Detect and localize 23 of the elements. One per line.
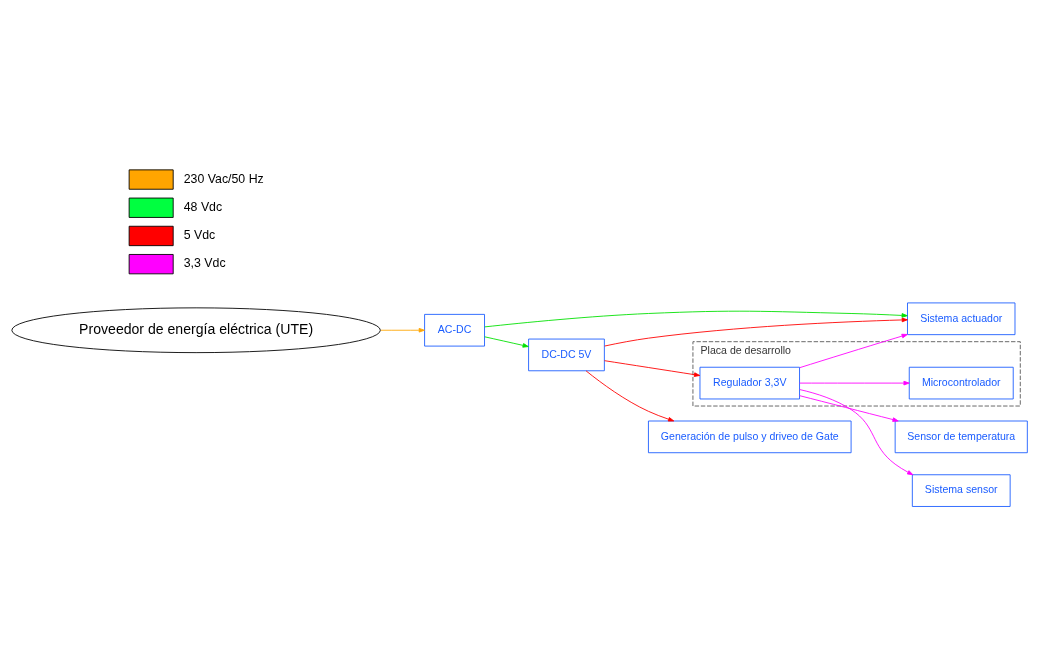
arrow: [604, 360, 701, 377]
node-box: Sistema sensor: [911, 474, 1011, 507]
node-box: Sensor de temperatura: [894, 420, 1028, 454]
node-ellipse: Proveedor de energía eléctrica (UTE): [11, 307, 381, 354]
legend-label: 5 Vdc: [183, 228, 216, 243]
arrow: [484, 310, 908, 328]
legend-label: 230 Vac/50 Hz: [183, 171, 264, 186]
arrow: [799, 389, 914, 476]
node-box: Generación de pulso y driveo de Gate: [647, 420, 852, 454]
arrow: [380, 327, 425, 333]
arrow: [484, 336, 529, 348]
node-box: Regulador 3,3V: [699, 366, 800, 400]
node-box: Microcontrolador: [908, 366, 1014, 400]
legend-label: 48 Vdc: [183, 200, 223, 215]
arrow: [604, 317, 908, 347]
arrow: [799, 395, 899, 422]
arrow: [585, 370, 675, 422]
arrow: [799, 333, 908, 369]
node-box: AC-DC: [424, 313, 485, 347]
node-box: Sistema actuador: [907, 302, 1016, 336]
legend-label: 3,3 Vdc: [183, 256, 226, 271]
node-box: DC-DC 5V: [528, 338, 605, 372]
arrow: [799, 380, 910, 386]
